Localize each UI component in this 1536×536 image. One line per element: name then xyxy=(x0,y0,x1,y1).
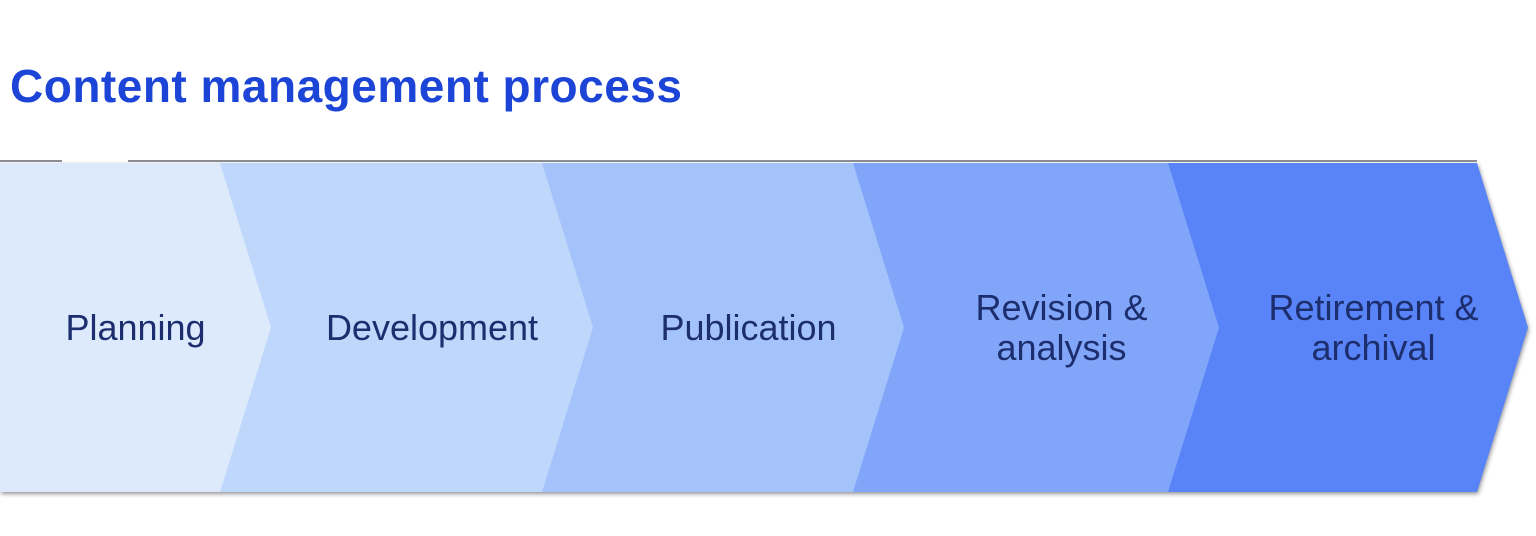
stage-chevron-development: Development xyxy=(220,163,593,492)
stage-label-line: analysis xyxy=(996,326,1127,368)
stage-label-line: archival xyxy=(1311,326,1436,368)
stage-label-line: Retirement & xyxy=(1268,286,1479,328)
stage-chevron-planning: Planning xyxy=(0,163,271,492)
stage-chevron-retirement-archival: Retirement & archival xyxy=(1168,163,1528,492)
band-top-border xyxy=(0,160,1477,162)
stage-chevron-revision-analysis: Revision & analysis xyxy=(853,163,1219,492)
stage-label: Planning xyxy=(65,308,205,348)
diagram-title: Content management process xyxy=(10,60,683,112)
band-top-border-gap xyxy=(62,158,128,163)
stage-label: Publication xyxy=(660,308,836,348)
stage-label-line: Publication xyxy=(660,306,837,348)
process-diagram: Planning Development Publication Revisio… xyxy=(0,163,1528,492)
stage-label-line: Revision & xyxy=(975,286,1148,328)
stage-label-line: Planning xyxy=(65,306,206,348)
stage-label-line: Development xyxy=(325,306,539,348)
stage-label: Development xyxy=(326,308,538,348)
stage-chevron-publication: Publication xyxy=(542,163,904,492)
stage-label: Retirement & archival xyxy=(1268,288,1478,368)
stage-label: Revision & analysis xyxy=(975,288,1147,368)
